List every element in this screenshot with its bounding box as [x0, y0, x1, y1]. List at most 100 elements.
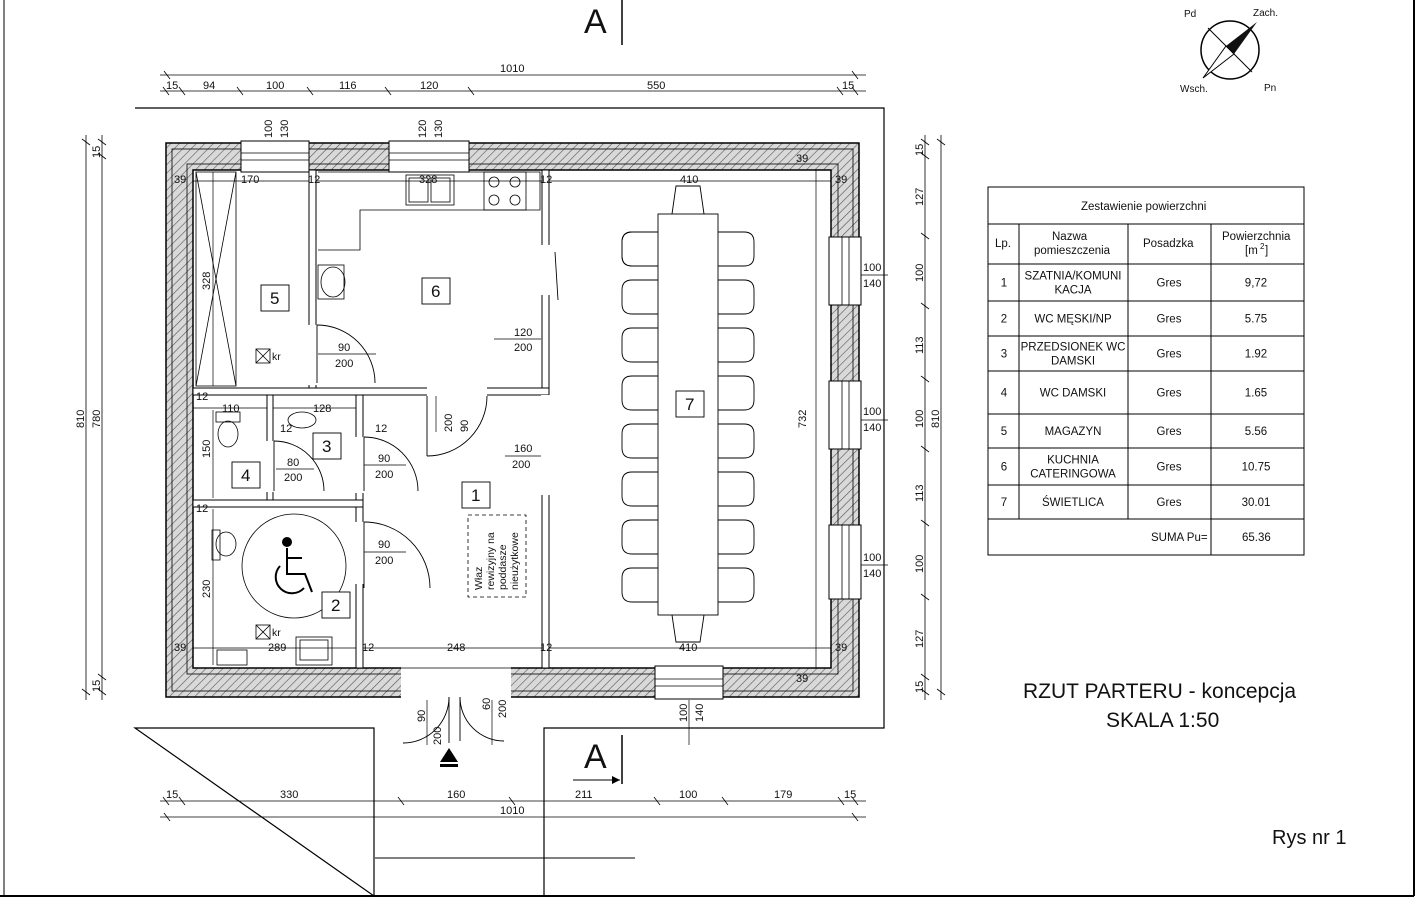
top-dimension-lines — [160, 70, 866, 96]
table-sum-value: 65.36 — [1242, 532, 1271, 544]
svg-text:90: 90 — [459, 420, 471, 432]
area-schedule-table — [987, 186, 1305, 556]
svg-text:170: 170 — [241, 174, 259, 186]
table-cell-floor: Gres — [1157, 462, 1182, 474]
svg-text:12: 12 — [362, 642, 374, 654]
table-title: Zestawienie powierzchni — [1081, 201, 1206, 213]
window-right-3 — [828, 524, 862, 600]
chairs — [621, 231, 755, 603]
table-sum-label: SUMA Pu= — [1151, 532, 1208, 544]
compass-label-pd: Pd — [1184, 9, 1196, 20]
svg-text:39: 39 — [796, 153, 808, 165]
svg-text:200: 200 — [375, 469, 393, 481]
label-kr: kr — [272, 627, 281, 639]
svg-text:90: 90 — [416, 710, 428, 722]
table-cell-area: 5.56 — [1245, 426, 1267, 438]
compass-label-zach: Zach. — [1253, 8, 1278, 19]
svg-text:[m: [m — [1245, 245, 1258, 257]
svg-text:80: 80 — [287, 457, 299, 469]
dim-bottom-seg: 211 — [575, 789, 593, 801]
left-dimension-lines — [81, 135, 107, 700]
hatch-note: Właz rewizyjny na poddasze nieużytkowe — [473, 532, 521, 590]
dim-top-total: 1010 — [500, 63, 524, 75]
table-cell-floor: Gres — [1157, 314, 1182, 326]
kitchen-counter — [317, 171, 541, 300]
table-cell-name: KUCHNIA — [1047, 455, 1099, 467]
chair-icon — [621, 279, 658, 315]
svg-text:289: 289 — [268, 642, 286, 654]
drawing-scale: SKALA 1:50 — [1106, 709, 1219, 732]
dim-right-seg: 100 — [914, 264, 926, 282]
section-letter-top: A — [584, 3, 607, 41]
chair-icon — [621, 231, 658, 267]
svg-text:39: 39 — [835, 642, 847, 654]
door-openings — [266, 245, 550, 584]
svg-text:60: 60 — [481, 698, 493, 710]
dim-right-seg: 100 — [914, 555, 926, 573]
svg-text:200: 200 — [514, 342, 532, 354]
table-cell-name: WC DAMSKI — [1040, 388, 1106, 400]
svg-text:39: 39 — [835, 174, 847, 186]
roof-hatch — [467, 514, 527, 598]
svg-text:Właz: Właz — [473, 567, 485, 590]
compass-rose: Pd Zach. Wsch. Pn — [1180, 8, 1278, 95]
dim-right-seg: 113 — [914, 336, 926, 354]
svg-text:90: 90 — [378, 539, 390, 551]
chair-icon — [718, 519, 755, 555]
table-cell-name: SZATNIA/KOMUNI — [1025, 271, 1122, 283]
washbasin-icon — [295, 636, 333, 666]
table-cell-area: 1.65 — [1245, 388, 1267, 400]
conference-table — [621, 185, 719, 643]
table-cell-name: KACJA — [1054, 285, 1091, 297]
table-cell-floor: Gres — [1157, 388, 1182, 400]
svg-text:Posadzka: Posadzka — [1143, 238, 1194, 250]
svg-text:rewizyjny na: rewizyjny na — [485, 532, 497, 590]
svg-text:Powierzchnia: Powierzchnia — [1222, 231, 1291, 243]
svg-text:160: 160 — [514, 443, 532, 455]
dim-bottom-seg: 100 — [679, 789, 697, 801]
chair-icon — [718, 231, 755, 267]
table-cell-floor: Gres — [1157, 497, 1182, 509]
dim-right-seg: 15 — [914, 144, 926, 156]
table-cell-floor: Gres — [1157, 426, 1182, 438]
drawing-number: Rys nr 1 — [1272, 827, 1346, 849]
dim-bottom-total: 1010 — [500, 805, 524, 817]
table-cell-name: ŚWIETLICA — [1042, 496, 1104, 509]
svg-text:200: 200 — [512, 459, 530, 471]
svg-text:12: 12 — [196, 503, 208, 515]
chair-icon — [621, 471, 658, 507]
svg-text:200: 200 — [443, 414, 455, 432]
table-cell-name: WC MĘSKI/NP — [1034, 314, 1112, 326]
dim-bottom-seg: 160 — [447, 789, 465, 801]
window-bottom — [654, 665, 724, 700]
svg-text:poddasze: poddasze — [497, 544, 509, 590]
svg-text:12: 12 — [375, 423, 387, 435]
svg-text:110: 110 — [222, 403, 240, 415]
compass-label-wsch: Wsch. — [1180, 84, 1208, 95]
table-cell-floor: Gres — [1157, 349, 1182, 361]
chair-icon — [718, 279, 755, 315]
table-cell-lp: 4 — [1001, 388, 1008, 400]
room-number: 3 — [322, 437, 331, 456]
roof-outline — [133, 107, 885, 898]
svg-text:732: 732 — [797, 410, 809, 428]
door-labels — [276, 274, 888, 745]
chair-icon — [718, 327, 755, 363]
svg-text:12: 12 — [308, 174, 320, 186]
svg-text:100: 100 — [863, 262, 881, 274]
toilet-icon — [217, 420, 239, 448]
dim-top-seg: 15 — [166, 80, 178, 92]
door-label-text: 90 200 120 200 90 200 160 200 80 200 90 … — [284, 262, 881, 745]
dim-window-top2: 130 — [433, 120, 445, 138]
table-cell-lp: 2 — [1001, 314, 1007, 326]
sink-icon — [320, 266, 346, 298]
table-cell-name: CATERINGOWA — [1030, 469, 1116, 481]
table-cell-lp: 1 — [1001, 278, 1007, 290]
room-number: 2 — [331, 596, 340, 615]
dim-top-seg: 120 — [420, 80, 438, 92]
table-cell-area: 9,72 — [1245, 278, 1267, 290]
window-top-1 — [240, 140, 310, 173]
svg-text:248: 248 — [447, 642, 465, 654]
washbasin-icon — [287, 411, 317, 429]
dim-top-seg: 100 — [266, 80, 284, 92]
